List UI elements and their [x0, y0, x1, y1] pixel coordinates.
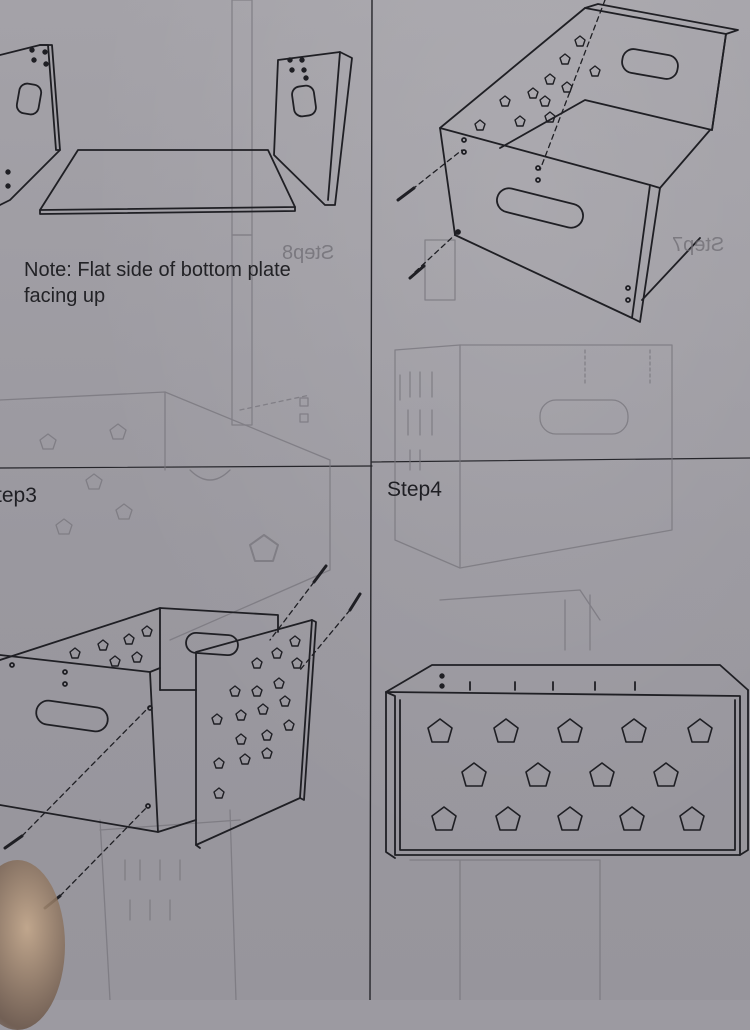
grid-line-horizontal-left: [0, 465, 373, 469]
grid-line-horizontal-right: [371, 457, 750, 463]
ghost-step7-label: Step7: [672, 234, 725, 256]
step3-label: tep3: [0, 484, 37, 507]
star-cutouts-top-right: [474, 35, 601, 131]
step-top-left-parts: [0, 44, 353, 215]
step4-finished-crate: [385, 664, 749, 859]
step-top-right-assembly: [439, 3, 739, 323]
assembly-drawings: [0, 0, 750, 1000]
note-text: Note: Flat side of bottom plate facing u…: [24, 259, 291, 307]
ghost-drawings: [0, 0, 673, 1000]
grid-line-vertical: [369, 0, 373, 1000]
screw-guides-step3: [21, 581, 351, 897]
star-cutouts-step3: [69, 625, 303, 799]
star-cutouts-step4: [427, 718, 713, 831]
step4-label: Step4: [387, 478, 442, 501]
step3-assembly: [0, 607, 317, 849]
